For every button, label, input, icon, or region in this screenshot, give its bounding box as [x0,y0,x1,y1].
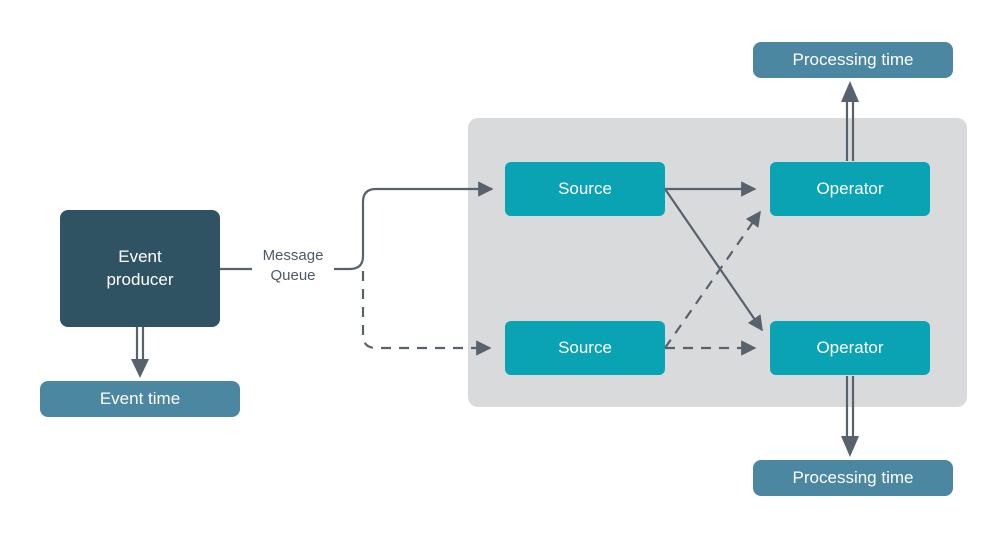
processing-time-top-arrow [841,81,859,161]
source-top-to-operator-bottom-arrow [664,188,763,332]
event-producer-node: Event producer [60,210,220,327]
event-time-badge: Event time [40,381,240,417]
source-node-bottom: Source [505,321,665,375]
source-node-top: Source [505,162,665,216]
operator-node-bottom: Operator [770,321,930,375]
operator-node-top: Operator [770,162,930,216]
message-queue-label: Message Queue [252,246,334,287]
processing-time-bottom-arrow [841,376,859,457]
event-time-arrow [131,327,149,378]
queue-to-source-top-arrow [220,181,494,271]
processing-time-badge-bottom: Processing time [753,460,953,496]
processing-time-badge-top: Processing time [753,42,953,78]
source-bottom-to-operator-top-arrow-dashed [664,210,761,349]
queue-to-source-bottom-arrow-dashed [361,271,492,356]
